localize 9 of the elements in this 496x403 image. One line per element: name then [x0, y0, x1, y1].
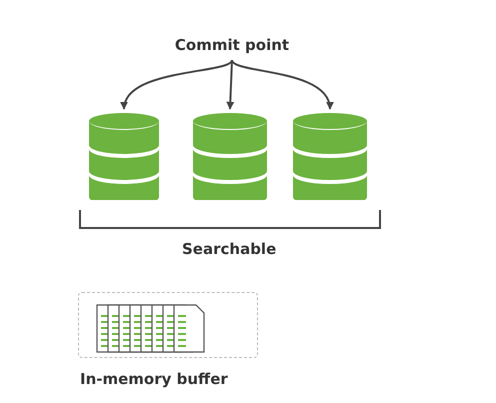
arrow — [226, 60, 234, 110]
node-label: Commit point — [170, 36, 294, 58]
arrow — [231, 59, 332, 110]
buffer-caption: In-memory buffer — [80, 370, 228, 388]
database-cylinder — [88, 112, 160, 200]
group-label: Searchable — [182, 240, 276, 258]
arrow — [122, 59, 233, 110]
database-cylinder — [192, 112, 268, 200]
database-cylinder — [292, 112, 368, 200]
